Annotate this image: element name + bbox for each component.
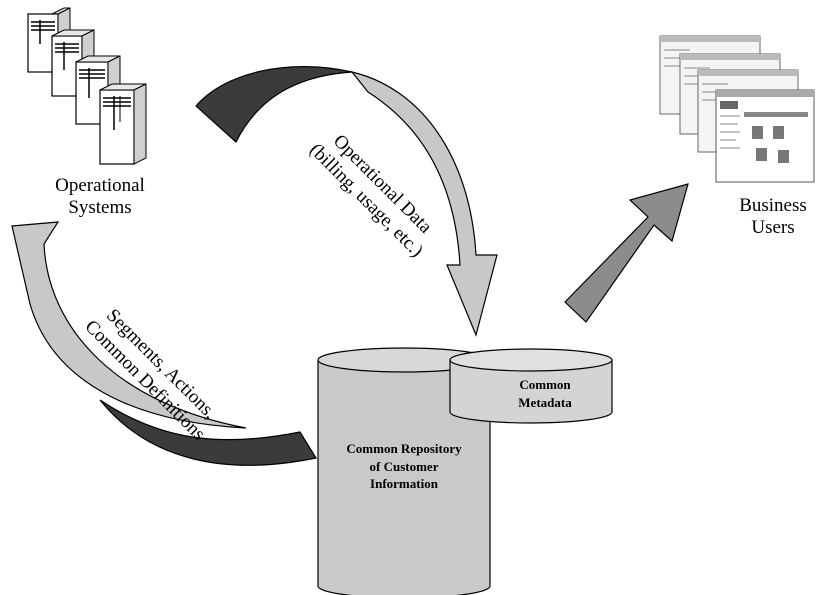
metadata-cylinder [449,348,613,424]
label-metadata: Common Metadata [518,377,572,410]
repository-cylinder [317,347,491,595]
server-stack-icon [27,7,147,165]
label-business-users: Business Users [739,195,807,238]
arrow-bottom-dark [99,399,317,466]
arrow-segments-actions [11,221,247,429]
arrow-to-business-users [564,183,689,323]
label-repository: Common Repository of Customer Informatio… [346,441,462,492]
arrow-operational-data [350,71,498,337]
label-operational-systems: Operational Systems [55,175,145,218]
browser-windows-icon [659,35,815,183]
